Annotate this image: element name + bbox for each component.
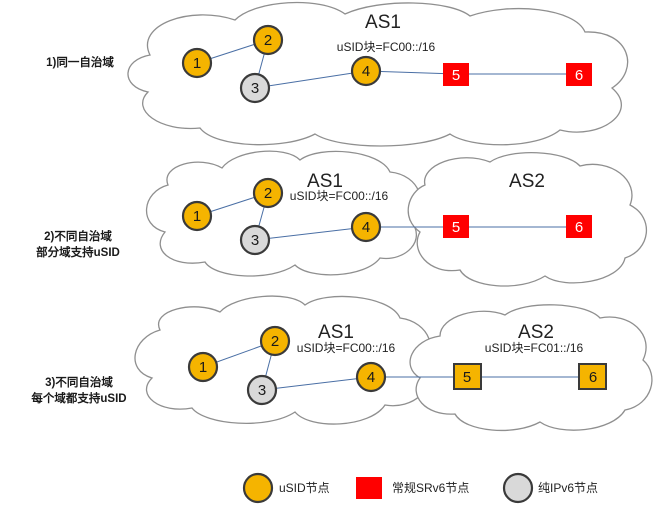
legend-srv6-label: 常规SRv6节点 xyxy=(392,480,469,495)
usid-node-2 xyxy=(259,325,291,357)
srv6-node-6 xyxy=(566,215,592,238)
usid-node-2 xyxy=(252,177,284,209)
node-label-2: 2 xyxy=(271,333,279,350)
section-3: AS1 uSID块=FC00::/16 AS2 uSID块=FC01::/16 … xyxy=(31,295,653,432)
section-label-line-1: 1)同一自治域 xyxy=(46,55,114,69)
legend-ipv6-label: 纯IPv6节点 xyxy=(538,481,598,495)
usid-node-5 xyxy=(453,363,482,390)
usid-node-4 xyxy=(350,55,382,87)
node-label-2: 2 xyxy=(264,32,272,49)
as2-usid-block-label: uSID块=FC01::/16 xyxy=(485,341,584,355)
node-label-5: 5 xyxy=(452,219,460,236)
node-label-4: 4 xyxy=(362,219,370,236)
legend-usid-label: uSID节点 xyxy=(279,481,330,495)
link-3-4 xyxy=(254,226,367,241)
as1-title: AS1 xyxy=(307,171,343,192)
usid-block-label: uSID块=FC00::/16 xyxy=(337,40,436,54)
link-3-4 xyxy=(261,376,372,391)
cloud-as2-section3 xyxy=(409,304,653,432)
ipv6-node-3 xyxy=(239,224,271,256)
section-label-line-1: 2)不同自治域 xyxy=(44,229,112,243)
usid-node-1 xyxy=(187,351,219,383)
node-label-5: 5 xyxy=(452,67,460,84)
legend-ipv6-icon xyxy=(502,472,534,504)
node-label-4: 4 xyxy=(362,63,370,80)
node-label-5: 5 xyxy=(463,369,471,386)
node-label-1: 1 xyxy=(193,208,201,225)
as-title: AS1 xyxy=(365,12,401,33)
ipv6-node-3 xyxy=(246,374,278,406)
usid-node-4 xyxy=(350,211,382,243)
as1-usid-block-label: uSID块=FC00::/16 xyxy=(290,189,389,203)
srv6-node-5 xyxy=(443,63,469,86)
legend: uSID节点 常规SRv6节点 纯IPv6节点 xyxy=(242,472,598,504)
node-label-3: 3 xyxy=(251,232,259,249)
node-label-6: 6 xyxy=(575,67,583,84)
node-label-1: 1 xyxy=(193,55,201,72)
node-label-6: 6 xyxy=(575,219,583,236)
node-label-3: 3 xyxy=(258,382,266,399)
usid-node-1 xyxy=(181,47,213,79)
srv6-node-5 xyxy=(443,215,469,238)
legend-srv6-icon xyxy=(356,477,382,499)
as1-usid-block-label: uSID块=FC00::/16 xyxy=(297,341,396,355)
usid-node-2 xyxy=(252,24,284,56)
usid-node-6 xyxy=(578,363,607,390)
node-label-3: 3 xyxy=(251,80,259,97)
node-label-6: 6 xyxy=(589,369,597,386)
srv6-node-6 xyxy=(566,63,592,86)
node-label-4: 4 xyxy=(367,369,375,386)
cloud-as2-section2 xyxy=(407,151,647,287)
link-3-4 xyxy=(254,70,367,89)
usid-node-4 xyxy=(355,361,387,393)
as1-title: AS1 xyxy=(318,322,354,343)
cloud-as1-section2 xyxy=(145,150,421,277)
section-label-line-2: 每个域都支持uSID xyxy=(31,391,126,405)
node-label-1: 1 xyxy=(199,359,207,376)
as2-title: AS2 xyxy=(509,171,545,192)
as2-title: AS2 xyxy=(518,322,554,343)
section-2: AS1 uSID块=FC00::/16 AS2 1 2 3 4 5 6 2)不同… xyxy=(36,150,647,287)
usid-node-1 xyxy=(181,200,213,232)
cloud-as1-section3 xyxy=(134,295,431,425)
section-label-line-1: 3)不同自治域 xyxy=(45,375,113,389)
legend-usid-icon xyxy=(242,472,274,504)
section-label-line-2: 部分域支持uSID xyxy=(36,245,120,259)
node-label-2: 2 xyxy=(264,185,272,202)
section-1: AS1 uSID块=FC00::/16 1 2 3 4 5 6 1)同一自治域 xyxy=(46,1,629,147)
ipv6-node-3 xyxy=(239,72,271,104)
